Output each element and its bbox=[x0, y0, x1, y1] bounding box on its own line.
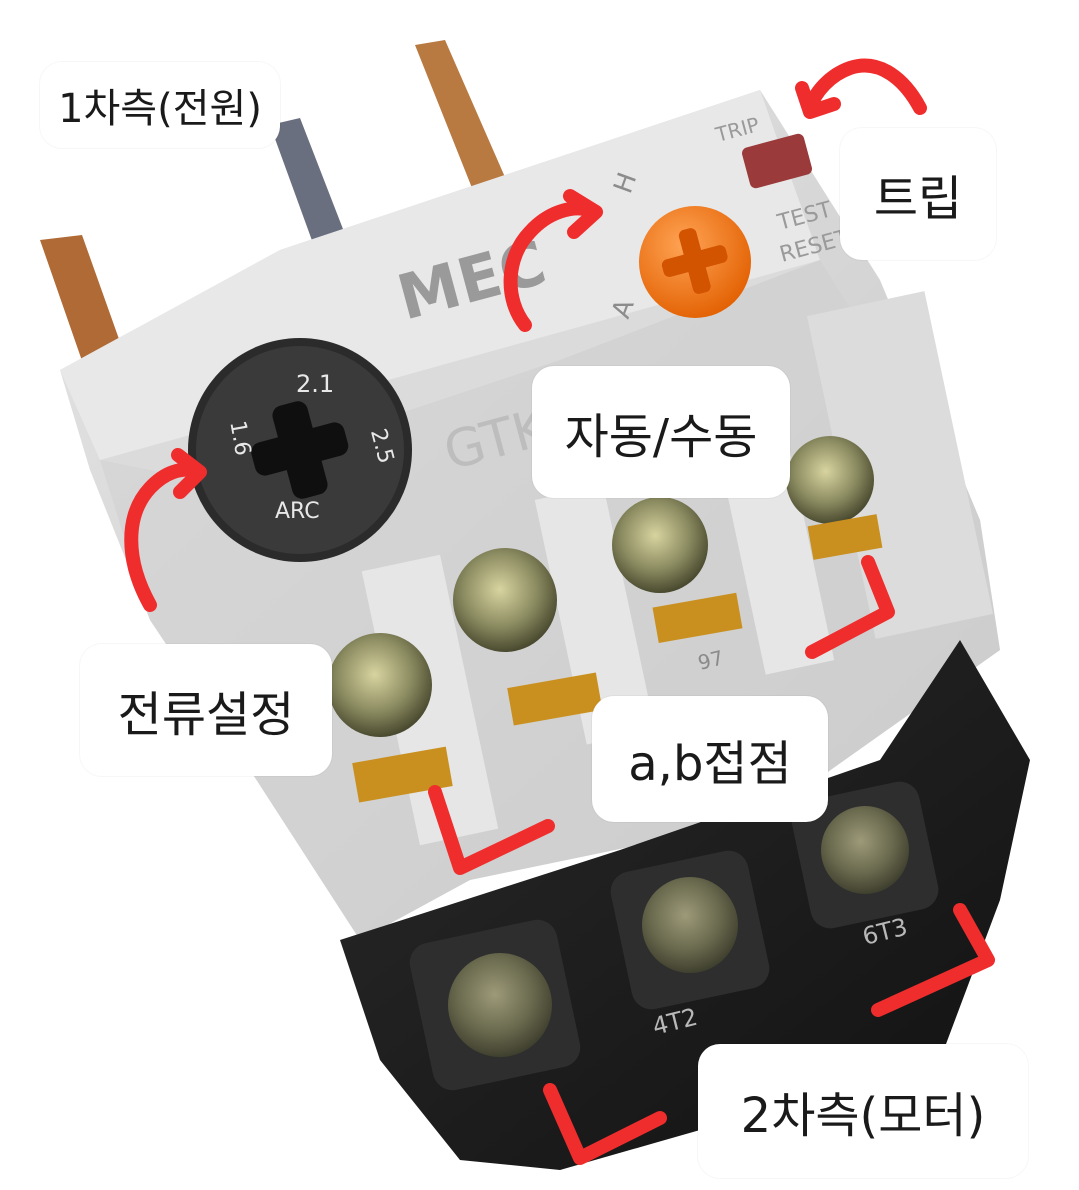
trip-arrowhead bbox=[795, 81, 841, 119]
contact-bracket-b bbox=[805, 555, 895, 659]
trip-arrow bbox=[803, 58, 927, 115]
auto-manual-knob: H A bbox=[606, 169, 751, 322]
output-terminal-block: 4T2 6T3 bbox=[340, 640, 1030, 1170]
dial-arrowhead bbox=[171, 448, 207, 499]
label-current-setting: 전류설정 bbox=[80, 644, 332, 776]
aux-contact-terminals: 97 bbox=[328, 436, 883, 803]
input-pins bbox=[40, 40, 515, 378]
label-ab-contacts: a,b접점 bbox=[592, 696, 828, 822]
motor-bracket-a bbox=[871, 903, 995, 1017]
current-setting-dial: 1.6 2.1 2.5 ARC bbox=[188, 338, 412, 562]
contact-bracket-a bbox=[428, 785, 555, 875]
motor-bracket-b bbox=[543, 1083, 667, 1165]
terminal-97-marking: 97 bbox=[695, 645, 726, 674]
label-secondary-side: 2차측(모터) bbox=[698, 1044, 1028, 1178]
label-trip: 트립 bbox=[840, 128, 996, 260]
knob-arrowhead bbox=[563, 189, 603, 239]
label-auto-manual: 자동/수동 bbox=[532, 366, 790, 498]
label-primary-side: 1차측(전원) bbox=[40, 62, 280, 148]
dial-brand: ARC bbox=[275, 499, 320, 524]
dial-arrow bbox=[124, 462, 203, 612]
dial-value-2: 2.1 bbox=[296, 370, 334, 398]
dial-value-1: 1.6 bbox=[224, 419, 255, 458]
red-annotations bbox=[124, 58, 995, 1165]
knob-arrow bbox=[503, 201, 597, 332]
